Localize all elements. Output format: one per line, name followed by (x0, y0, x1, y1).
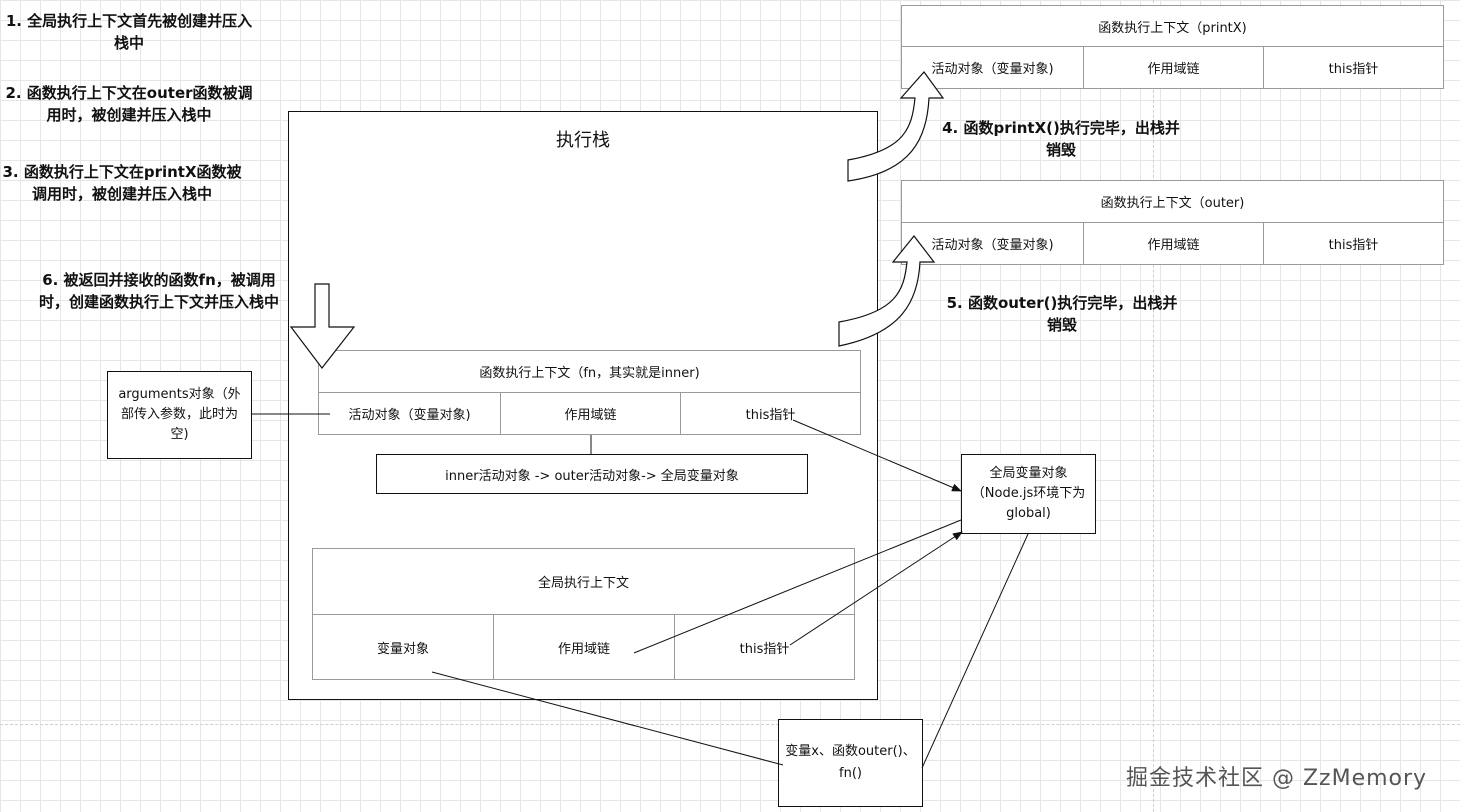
note-step-4: 4. 函数printX()执行完毕，出栈并销毁 (942, 119, 1180, 159)
context-outer-activation-object: 活动对象（变量对象) (931, 238, 1054, 253)
global-variable-object-box: 全局变量对象（Node.js环境下为global) (961, 454, 1096, 534)
context-global: 全局执行上下文 变量对象 作用域链 this指针 (312, 548, 855, 680)
context-global-scope-chain: 作用域链 (493, 615, 674, 679)
context-fn-activation-object: 活动对象（变量对象) (348, 408, 471, 423)
pop-arrow-printx (847, 71, 945, 182)
guide-line-vertical (1153, 0, 1154, 812)
note-step-1: 1. 全局执行上下文首先被创建并压入栈中 (5, 12, 253, 52)
scope-chain-box: inner活动对象 -> outer活动对象-> 全局变量对象 (376, 454, 808, 494)
context-printx-activation-object: 活动对象（变量对象) (931, 62, 1054, 77)
global-variables-box: 变量x、函数outer()、fn() (778, 719, 923, 807)
note-step-3: 3. 函数执行上下文在printX函数被调用时，被创建并压入栈中 (2, 163, 242, 203)
context-fn: 函数执行上下文（fn，其实就是inner) 活动对象（变量对象) 作用域链 th… (318, 350, 861, 435)
context-global-variable-object: 变量对象 (376, 641, 429, 657)
context-outer: 函数执行上下文（outer) 活动对象（变量对象) 作用域链 this指针 (901, 180, 1444, 265)
note-step-2: 2. 函数执行上下文在outer函数被调用时，被创建并压入栈中 (5, 84, 253, 124)
context-outer-scope-chain: 作用域链 (1083, 223, 1263, 264)
context-global-this: this指针 (674, 615, 854, 679)
context-fn-this: this指针 (680, 393, 860, 434)
connector-global-this (789, 531, 963, 646)
context-outer-this: this指针 (1263, 223, 1443, 264)
pop-arrow-outer (838, 235, 936, 347)
context-fn-title: 函数执行上下文（fn，其实就是inner) (319, 351, 860, 393)
context-global-title: 全局执行上下文 (313, 549, 854, 615)
connector-fn-this (792, 419, 962, 492)
guide-line-horizontal (0, 724, 1460, 725)
push-arrow (289, 283, 356, 369)
context-outer-title: 函数执行上下文（outer) (902, 181, 1443, 223)
context-fn-scope-chain: 作用域链 (500, 393, 680, 434)
connector-vars-global (921, 533, 1029, 769)
watermark: 掘金技术社区 @ ZzMemory (1126, 766, 1428, 791)
context-printx-title: 函数执行上下文（printX) (902, 6, 1443, 47)
connector-global-scope (633, 519, 962, 654)
context-printx-this: this指针 (1263, 47, 1443, 88)
note-step-6: 6. 被返回并接收的函数fn，被调用时，创建函数执行上下文并压入栈中 (38, 271, 279, 311)
note-step-5: 5. 函数outer()执行完毕，出栈并销毁 (946, 294, 1178, 334)
arguments-object-box: arguments对象（外部传入参数，此时为空) (107, 371, 252, 459)
connector-variable-object (431, 671, 784, 766)
context-printx: 函数执行上下文（printX) 活动对象（变量对象) 作用域链 this指针 (901, 5, 1444, 89)
execution-stack-title: 执行栈 (556, 130, 610, 151)
context-printx-scope-chain: 作用域链 (1083, 47, 1263, 88)
